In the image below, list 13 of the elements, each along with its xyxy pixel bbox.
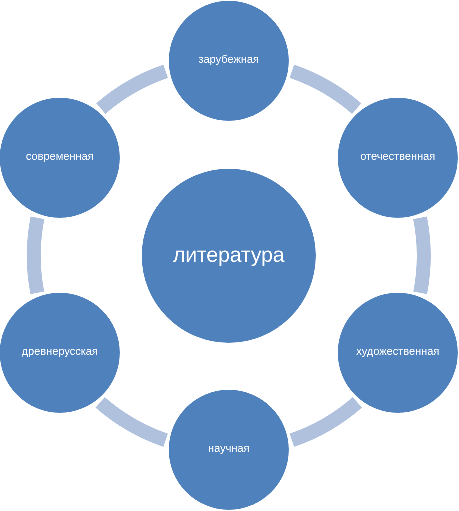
connector-arc bbox=[413, 217, 431, 294]
connector-arc bbox=[290, 397, 362, 447]
node-label: современная bbox=[26, 151, 94, 165]
node-label: зарубежная bbox=[198, 54, 260, 68]
node-label: литература bbox=[173, 243, 285, 269]
node-label: отечественная bbox=[360, 151, 436, 165]
node-label: научная bbox=[208, 443, 250, 457]
connector-arc bbox=[290, 65, 362, 114]
connector-arc bbox=[96, 397, 168, 447]
connector-arc bbox=[27, 217, 45, 294]
node-label: древнерусская bbox=[22, 346, 98, 360]
node-label: художественная bbox=[356, 346, 440, 360]
connector-arc bbox=[96, 65, 168, 114]
